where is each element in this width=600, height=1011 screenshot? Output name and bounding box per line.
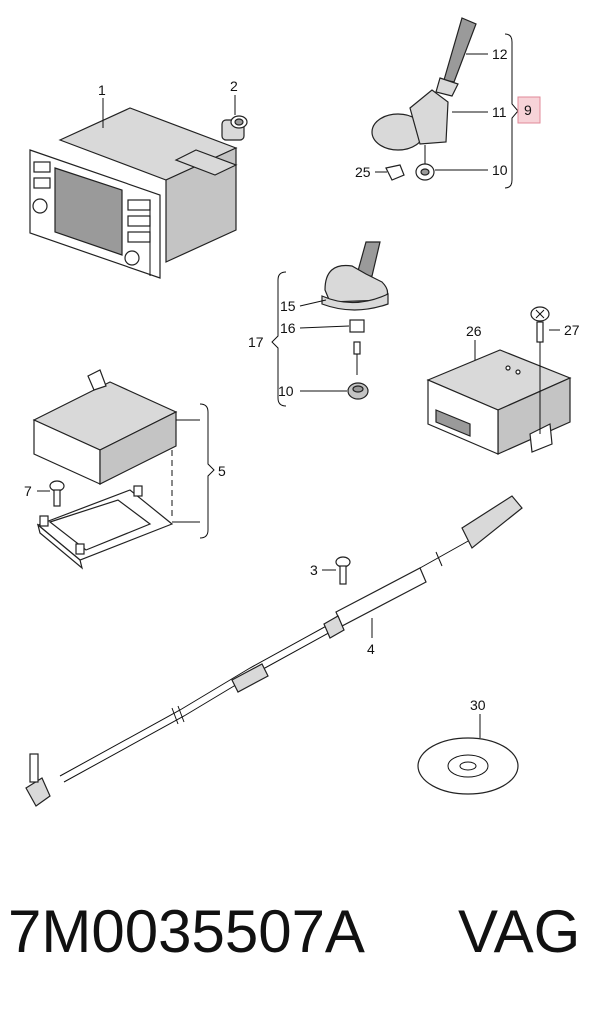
callout-1: 1 [98,82,106,98]
callout-26: 26 [466,323,482,339]
mounting-bracket [36,485,174,570]
shark-fin-antenna [321,241,389,400]
callout-10-bottom: 10 [278,383,294,399]
callout-11: 11 [492,104,507,120]
bracket-17 [271,271,287,407]
callout-12: 12 [492,46,508,62]
highlight-9 [517,96,541,124]
software-disc [417,737,519,795]
callout-15: 15 [280,298,296,314]
callout-10-top: 10 [492,162,508,178]
callout-4: 4 [367,641,375,657]
radio-head-unit [29,107,238,279]
callout-30: 30 [470,697,486,713]
callout-5: 5 [218,463,226,479]
bracket-screw [49,480,65,507]
mounting-screw [530,306,550,434]
callout-3: 3 [310,562,318,578]
antenna-cable [25,495,523,807]
callout-2: 2 [230,78,238,94]
leader-16 [299,325,350,329]
control-module-box [426,349,572,455]
part-number: 7M0035507A [8,898,365,965]
callout-17: 17 [248,334,264,350]
leader-15 [299,299,327,307]
callout-27: 27 [564,322,580,338]
callout-7: 7 [24,483,32,499]
cable-screw [335,556,351,585]
bushing [221,115,248,141]
callout-9: 9 [524,102,532,118]
callout-25: 25 [355,164,371,180]
amplifier-box [32,369,178,485]
brand-label: VAG [458,898,580,965]
roof-antenna [371,17,477,181]
callout-16: 16 [280,320,296,336]
bracket-5 [199,403,215,539]
